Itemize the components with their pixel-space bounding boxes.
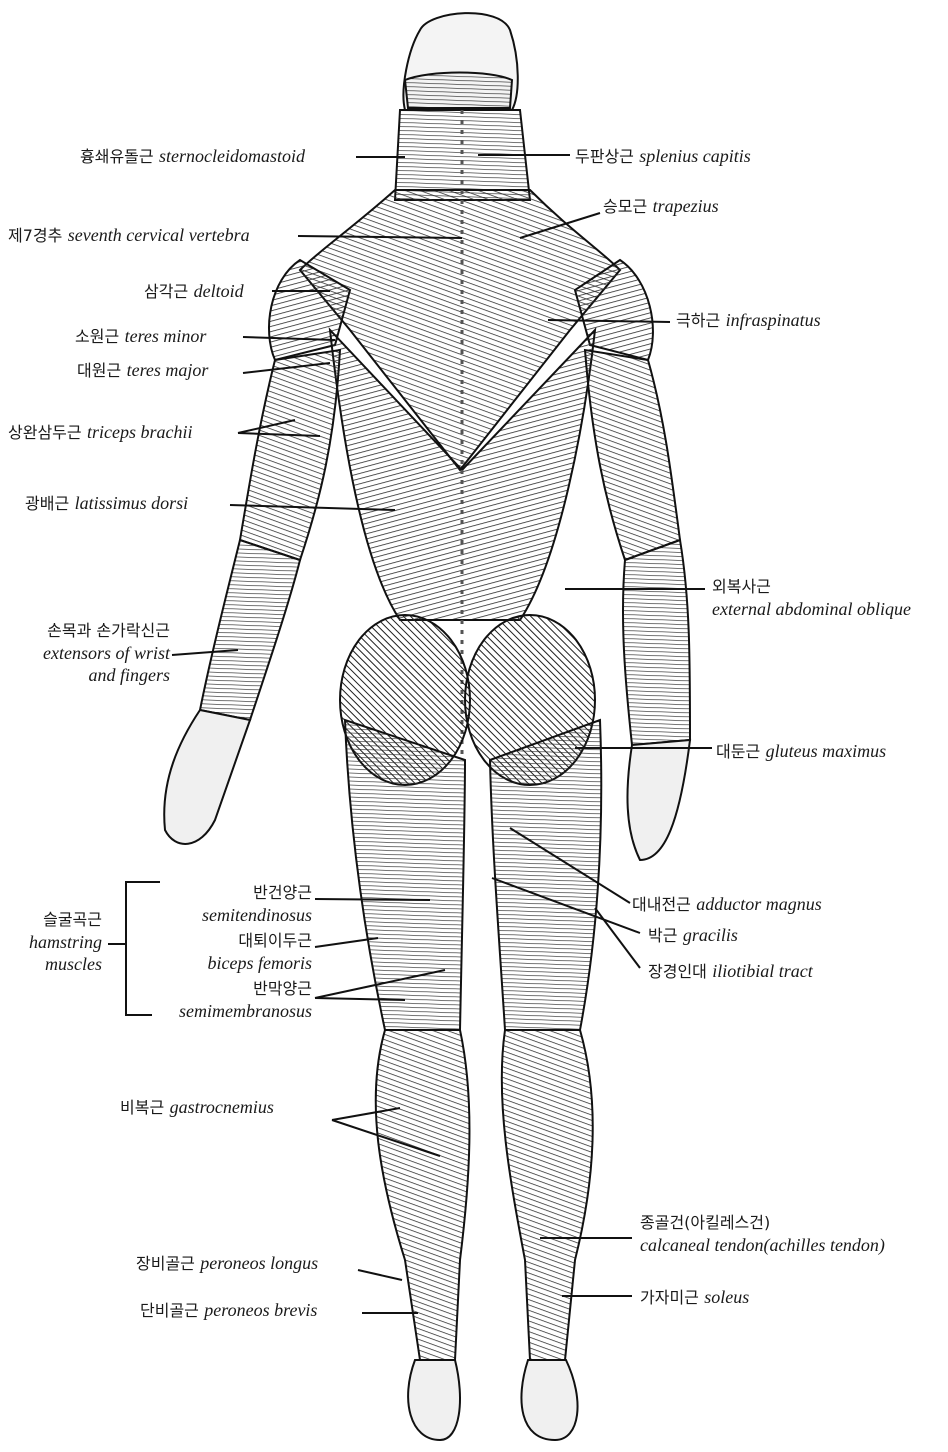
label-en: biceps femoris xyxy=(150,952,312,974)
label-biceps-femoris: 대퇴이두근 biceps femoris xyxy=(150,930,312,974)
label-infraspinatus: 극하근 infraspinatus xyxy=(676,309,821,332)
right-forearm xyxy=(623,540,690,745)
label-en: deltoid xyxy=(194,281,244,301)
label-ko: 슬굴곡근 xyxy=(10,909,102,931)
label-ko: 장경인대 xyxy=(648,962,707,981)
label-ko: 삼각근 xyxy=(144,282,188,301)
label-hamstring: 슬굴곡근 hamstring muscles xyxy=(10,909,102,975)
label-gastrocnemius: 비복근 gastrocnemius xyxy=(120,1096,274,1119)
left-upper-arm xyxy=(240,350,340,560)
label-en: gluteus maximus xyxy=(766,741,887,761)
label-en: infraspinatus xyxy=(726,310,821,330)
label-en: peroneos brevis xyxy=(204,1300,317,1320)
label-en: peroneos longus xyxy=(200,1253,318,1273)
right-hand xyxy=(627,740,690,860)
label-seventh-cervical: 제7경추 seventh cervical vertebra xyxy=(8,224,250,247)
label-en: trapezius xyxy=(653,196,719,216)
label-en: iliotibial tract xyxy=(712,961,813,981)
label-en: adductor magnus xyxy=(696,894,822,914)
label-soleus: 가자미근 soleus xyxy=(640,1286,749,1309)
label-gluteus: 대둔근 gluteus maximus xyxy=(716,740,886,763)
left-calf xyxy=(376,1030,470,1360)
label-ko: 단비골근 xyxy=(140,1301,199,1320)
label-en: gastrocnemius xyxy=(170,1097,274,1117)
label-calcaneal: 종골건(아킬레스건) calcaneal tendon(achilles ten… xyxy=(640,1212,885,1256)
right-calf xyxy=(502,1030,593,1360)
label-semitendinosus: 반건양근 semitendinosus xyxy=(150,882,312,926)
label-oblique: 외복사근 external abdominal oblique xyxy=(712,576,911,620)
label-ko: 반막양근 xyxy=(150,978,312,1000)
label-adductor: 대내전근 adductor magnus xyxy=(632,893,822,916)
label-triceps: 상완삼두근 triceps brachii xyxy=(8,421,193,444)
label-en-line2: muscles xyxy=(10,953,102,975)
label-ko: 대원근 xyxy=(77,361,121,380)
label-ko: 장비골근 xyxy=(136,1254,195,1273)
label-splenius-capitis: 두판상근 splenius capitis xyxy=(575,145,751,168)
label-sternocleidomastoid: 흉쇄유돌근 sternocleidomastoid xyxy=(80,145,305,168)
label-semimembranosus: 반막양근 semimembranosus xyxy=(150,978,312,1022)
label-ko: 반건양근 xyxy=(150,882,312,904)
label-ko: 소원근 xyxy=(75,327,119,346)
left-thigh xyxy=(345,720,465,1030)
label-ko: 대둔근 xyxy=(716,742,760,761)
label-en: calcaneal tendon(achilles tendon) xyxy=(640,1234,885,1256)
label-en: gracilis xyxy=(683,925,738,945)
label-ko: 가자미근 xyxy=(640,1288,699,1307)
label-extensors: 손목과 손가락신근 extensors of wrist and fingers xyxy=(10,620,170,686)
leader-peroneus-longus xyxy=(358,1270,402,1280)
label-trapezius: 승모근 trapezius xyxy=(603,195,719,218)
right-upper-arm xyxy=(585,350,680,560)
label-gracilis: 박근 gracilis xyxy=(648,924,738,947)
label-ko: 두판상근 xyxy=(575,147,634,166)
label-en: semitendinosus xyxy=(150,904,312,926)
label-ko: 상완삼두근 xyxy=(8,423,82,442)
label-en-line1: hamstring xyxy=(10,931,102,953)
label-en: seventh cervical vertebra xyxy=(68,225,250,245)
label-ko: 비복근 xyxy=(120,1098,164,1117)
label-ko: 제7경추 xyxy=(8,226,62,245)
left-foot xyxy=(408,1360,460,1440)
label-ko: 승모근 xyxy=(603,197,647,216)
label-en: teres minor xyxy=(125,326,207,346)
label-iliotibial: 장경인대 iliotibial tract xyxy=(648,960,813,983)
occipital-muscles xyxy=(405,73,512,109)
label-en: external abdominal oblique xyxy=(712,598,911,620)
label-ko: 광배근 xyxy=(25,494,69,513)
label-teres-minor: 소원근 teres minor xyxy=(75,325,206,348)
label-ko: 대내전근 xyxy=(632,895,691,914)
label-en: semimembranosus xyxy=(150,1000,312,1022)
label-en: splenius capitis xyxy=(639,146,751,166)
left-forearm xyxy=(200,540,300,720)
label-ko: 극하근 xyxy=(676,311,720,330)
label-peroneus-longus: 장비골근 peroneos longus xyxy=(136,1252,318,1275)
label-en-line2: and fingers xyxy=(10,664,170,686)
label-teres-major: 대원근 teres major xyxy=(77,359,208,382)
label-ko: 흉쇄유돌근 xyxy=(80,147,154,166)
label-ko: 박근 xyxy=(648,926,677,945)
label-en: triceps brachii xyxy=(87,422,193,442)
left-hand xyxy=(164,710,250,844)
label-ko: 종골건(아킬레스건) xyxy=(640,1212,885,1234)
label-peroneus-brevis: 단비골근 peroneos brevis xyxy=(140,1299,317,1322)
label-ko: 외복사근 xyxy=(712,576,911,598)
leader-semitendinosus xyxy=(315,899,430,900)
label-deltoid: 삼각근 deltoid xyxy=(144,280,244,303)
label-en-line1: extensors of wrist xyxy=(10,642,170,664)
right-foot xyxy=(521,1360,577,1440)
label-ko: 손목과 손가락신근 xyxy=(10,620,170,642)
label-en: sternocleidomastoid xyxy=(159,146,305,166)
label-en: latissimus dorsi xyxy=(75,493,189,513)
label-en: soleus xyxy=(704,1287,749,1307)
label-latissimus: 광배근 latissimus dorsi xyxy=(25,492,188,515)
leader-iliotibial xyxy=(595,908,640,968)
label-ko: 대퇴이두근 xyxy=(150,930,312,952)
label-en: teres major xyxy=(127,360,209,380)
